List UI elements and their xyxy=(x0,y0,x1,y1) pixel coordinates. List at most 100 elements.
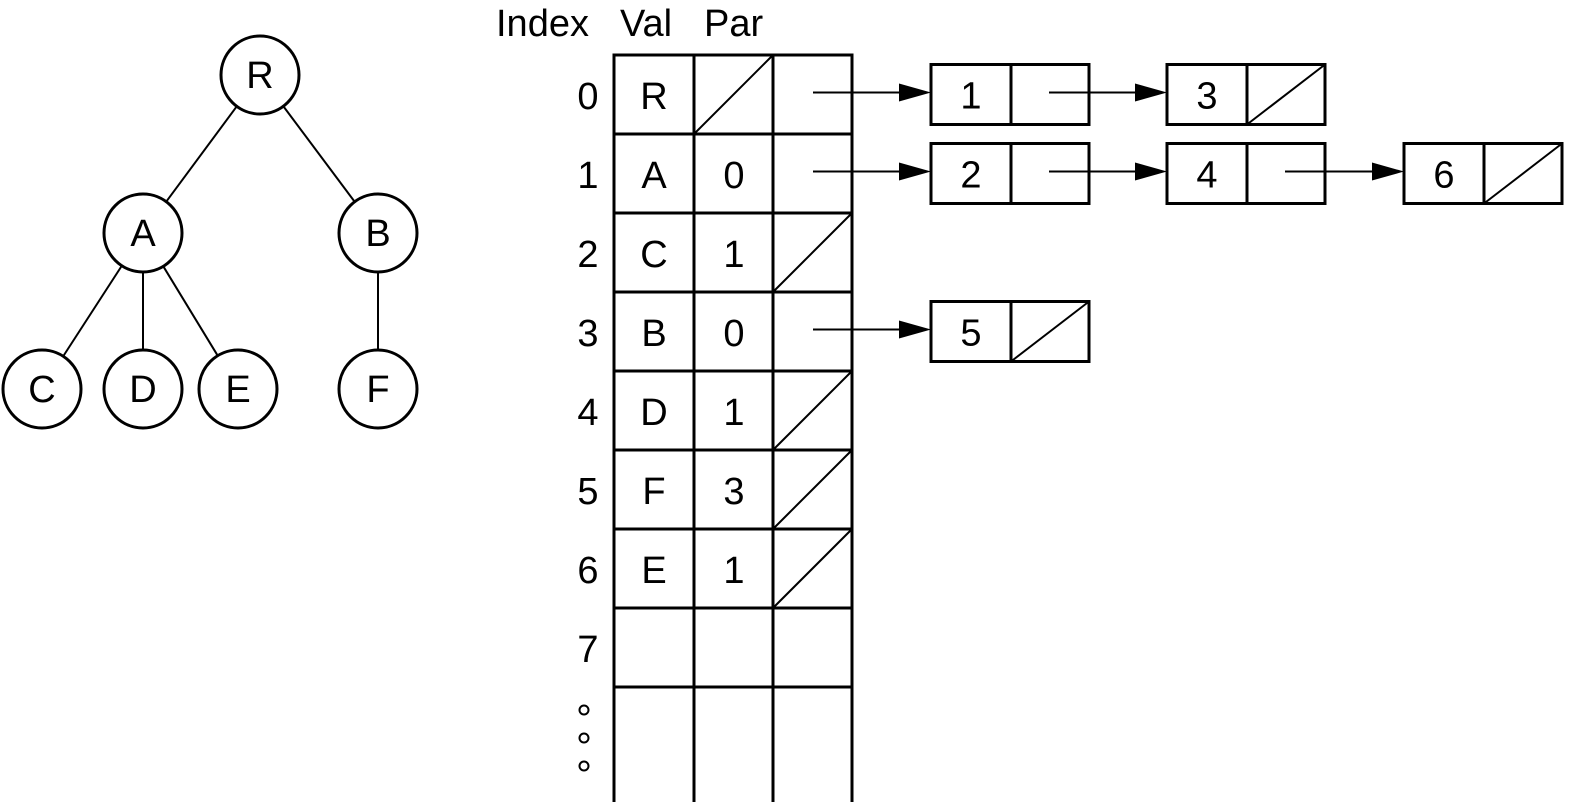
list-cell xyxy=(771,53,854,136)
list-arrow-head xyxy=(1135,83,1167,102)
par-cell xyxy=(692,606,775,689)
tree-node-label: A xyxy=(130,213,156,255)
child-index: 4 xyxy=(1196,155,1217,197)
child-list-node: 5 xyxy=(929,300,1091,363)
tree-node-label: C xyxy=(28,369,55,411)
null-slash xyxy=(772,528,853,609)
row-par: 1 xyxy=(723,234,744,276)
list-cell xyxy=(771,132,854,215)
row-index: 6 xyxy=(577,550,598,592)
child-index-cell xyxy=(1402,142,1486,205)
tree-node-label: E xyxy=(225,369,250,411)
par-cell xyxy=(692,685,775,802)
tree-node-E: E xyxy=(197,348,279,430)
tree: R A B C D E F xyxy=(1,34,419,430)
list-cell xyxy=(771,685,854,802)
tree-node-label: D xyxy=(129,369,156,411)
list-cell xyxy=(771,606,854,689)
par-cell xyxy=(692,211,775,294)
tree-node-label: R xyxy=(246,55,273,97)
par-cell xyxy=(692,448,775,531)
null-slash xyxy=(1010,300,1090,363)
list-arrow-head xyxy=(899,83,931,102)
row-index: 5 xyxy=(577,471,598,513)
row-index: 7 xyxy=(577,629,598,671)
child-list-node: 6 xyxy=(1402,142,1564,205)
child-index: 5 xyxy=(960,313,981,355)
child-list-row-3: 5 xyxy=(813,300,1091,363)
row-index: 4 xyxy=(577,392,598,434)
ellipsis-dots xyxy=(578,704,590,772)
null-slash xyxy=(1246,63,1326,126)
table-row-5: 5 F 3 xyxy=(577,448,854,531)
child-next-cell xyxy=(1245,142,1327,205)
null-slash xyxy=(772,212,853,293)
list-arrow-head xyxy=(1135,162,1167,181)
val-cell xyxy=(612,606,696,689)
tree-node-A: A xyxy=(102,192,184,274)
row-index: 0 xyxy=(577,76,598,118)
row-index: 1 xyxy=(577,155,598,197)
child-next-cell xyxy=(1009,142,1091,205)
row-index: 2 xyxy=(577,234,598,276)
table-row-more xyxy=(612,685,854,802)
row-val: F xyxy=(642,471,665,513)
tree-node-R: R xyxy=(219,34,301,116)
ellipsis-dot xyxy=(578,760,590,772)
header-index: Index xyxy=(496,3,589,45)
tree-edge-R-B xyxy=(282,105,356,203)
ellipsis-dot xyxy=(578,732,590,744)
tree-node-B: B xyxy=(337,192,419,274)
row-par: 1 xyxy=(723,550,744,592)
tree-node-circle xyxy=(337,348,419,430)
table-row-7: 7 xyxy=(577,606,854,689)
row-index: 3 xyxy=(577,313,598,355)
row-val: A xyxy=(641,155,667,197)
child-index: 3 xyxy=(1196,76,1217,118)
child-index: 2 xyxy=(960,155,981,197)
null-slash xyxy=(693,54,774,135)
tree-edge-A-C xyxy=(62,265,123,357)
list-arrow-head xyxy=(899,162,931,181)
child-next-cell xyxy=(1009,63,1091,126)
tree-node-C: C xyxy=(1,348,83,430)
child-list-node: 4 xyxy=(1165,142,1404,205)
child-list-node: 2 xyxy=(929,142,1167,205)
row-par: 0 xyxy=(723,313,744,355)
tree-node-label: F xyxy=(366,369,389,411)
child-index: 1 xyxy=(960,76,981,118)
child-list-node: 1 xyxy=(929,63,1167,126)
val-cell xyxy=(612,132,696,215)
tree-edge-A-E xyxy=(162,265,219,357)
null-slash xyxy=(772,370,853,451)
row-val: C xyxy=(640,234,667,276)
ellipsis-dot xyxy=(578,704,590,716)
tree-node-circle xyxy=(1,348,83,430)
tree-node-circle xyxy=(337,192,419,274)
tree-node-circle xyxy=(102,192,184,274)
row-val: B xyxy=(641,313,666,355)
table-row-1: 1 A 0 xyxy=(577,132,854,215)
tree-node-circle xyxy=(102,348,184,430)
row-par: 0 xyxy=(723,155,744,197)
tree-edge-R-A xyxy=(165,105,238,203)
tree-node-D: D xyxy=(102,348,184,430)
val-cell xyxy=(612,53,696,136)
row-val: R xyxy=(640,76,667,118)
list-arrow-head xyxy=(1372,162,1404,181)
tree-node-label: B xyxy=(365,213,390,255)
header-val: Val xyxy=(620,3,672,45)
child-index-cell xyxy=(929,63,1013,126)
null-slash xyxy=(772,449,853,530)
val-cell xyxy=(612,685,696,802)
row-par: 3 xyxy=(723,471,744,513)
tree-node-F: F xyxy=(337,348,419,430)
